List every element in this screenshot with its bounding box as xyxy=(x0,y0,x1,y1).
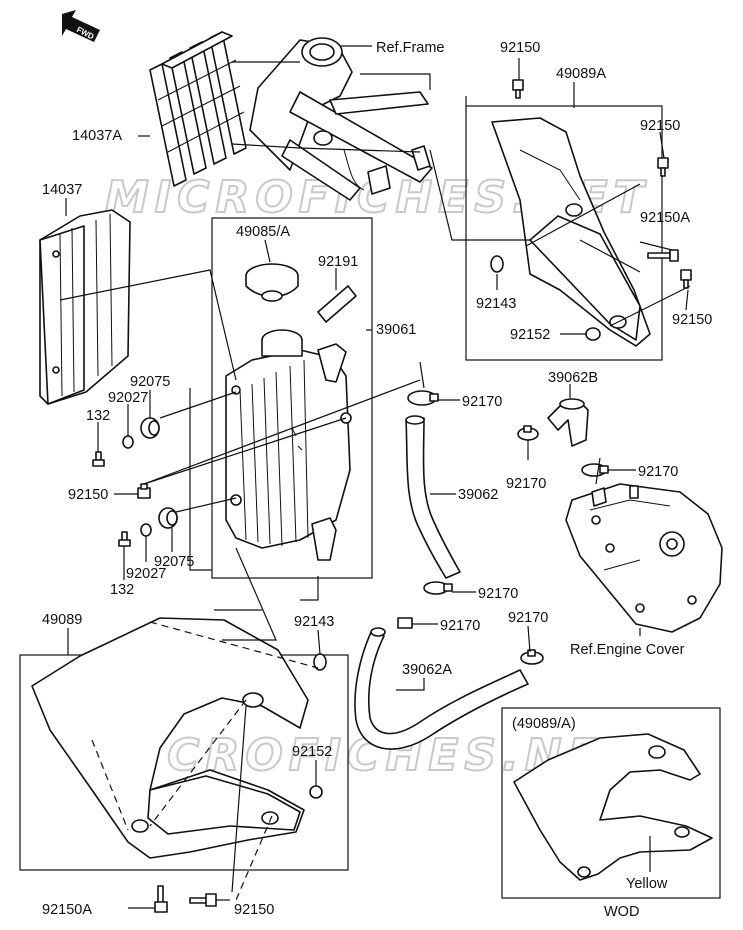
label-49089A-inset: (49089/A) xyxy=(512,716,576,732)
label-39062A: 39062A xyxy=(402,662,452,678)
label-49089: 49089 xyxy=(42,612,82,628)
label-92170-b: 92170 xyxy=(638,464,678,480)
bolt-92150-bot-icon xyxy=(189,893,217,907)
label-132-top: 132 xyxy=(86,408,110,424)
label-92152-right: 92152 xyxy=(510,327,550,343)
breather-tube-92191 xyxy=(317,285,357,323)
leader-lines xyxy=(59,45,691,909)
bolt-92150-top-icon xyxy=(512,79,524,99)
label-92152-left: 92152 xyxy=(292,744,332,760)
clamp-92170-a-icon xyxy=(407,390,439,406)
collar-92027-top-icon xyxy=(122,435,134,449)
bolt-92150-left-icon xyxy=(137,483,151,499)
collar-92152-left-icon xyxy=(309,785,323,799)
label-92150-right1: 92150 xyxy=(640,118,680,134)
radiator-cap-49085A xyxy=(245,263,299,302)
clamp-92170-e-icon xyxy=(397,617,413,629)
label-ref-frame: Ref.Frame xyxy=(376,40,445,56)
label-92150-bot: 92150 xyxy=(234,902,274,918)
label-39062: 39062 xyxy=(458,487,498,503)
shroud-49089A-yellow-inset xyxy=(513,733,713,881)
part-labels: Ref.Frame 92150 49089A 14037A 92150 1403… xyxy=(42,40,712,920)
hose-39062A xyxy=(354,627,529,750)
hose-39062 xyxy=(405,415,461,579)
collar-92027-bot-icon xyxy=(140,523,152,537)
label-92170-c: 92170 xyxy=(506,476,546,492)
bolt-92150A-right-icon xyxy=(647,249,679,262)
label-92150A-right: 92150A xyxy=(640,210,690,226)
clamp-92170-d-icon xyxy=(423,581,453,595)
clamp-92170-f-icon xyxy=(520,649,544,665)
engine-cover-illustration xyxy=(565,483,723,633)
label-39062B: 39062B xyxy=(548,370,598,386)
label-yellow: Yellow xyxy=(626,876,668,892)
label-14037A: 14037A xyxy=(72,128,122,144)
label-49089A: 49089A xyxy=(556,66,606,82)
label-wod: WOD xyxy=(604,904,639,920)
grommet-92143-right-icon xyxy=(490,255,504,273)
label-92150-right2: 92150 xyxy=(672,312,712,328)
bolt-92150A-bot-icon xyxy=(154,885,168,913)
frame-illustration xyxy=(249,37,433,201)
bolt-132-bot-icon xyxy=(118,531,131,547)
label-92150-left: 92150 xyxy=(68,487,108,503)
grommet-92075-top-icon xyxy=(140,417,160,439)
radiator-grille-14037A xyxy=(149,31,247,187)
clamp-92170-c-icon xyxy=(581,463,609,477)
bolt-92150-right2-icon xyxy=(680,269,692,289)
label-92170-e: 92170 xyxy=(440,618,480,634)
label-92075-bot: 92075 xyxy=(154,554,194,570)
bolt-132-top-icon xyxy=(92,451,105,467)
label-92027-bot: 92027 xyxy=(126,566,166,582)
label-92191: 92191 xyxy=(318,254,358,270)
fwd-arrow-icon: FWD xyxy=(62,10,100,42)
bolt-92150-right1-icon xyxy=(657,157,669,177)
label-39061: 39061 xyxy=(376,322,416,338)
grommet-92075-bot-icon xyxy=(158,507,178,529)
clamp-92170-b-icon xyxy=(517,425,539,441)
label-92170-f: 92170 xyxy=(508,610,548,626)
inset-wod-box xyxy=(501,707,721,899)
label-92150A-bot: 92150A xyxy=(42,902,92,918)
collar-92152-right-icon xyxy=(585,327,601,341)
shroud-group-box-right xyxy=(465,105,663,361)
radiator-shroud-14037 xyxy=(39,209,131,405)
label-92075-top: 92075 xyxy=(130,374,170,390)
shroud-49089A xyxy=(491,117,651,347)
label-92143-left: 92143 xyxy=(294,614,334,630)
label-92143-right: 92143 xyxy=(476,296,516,312)
label-92027-top: 92027 xyxy=(108,390,148,406)
radiator-body-39061 xyxy=(225,329,352,561)
label-92170-a: 92170 xyxy=(462,394,502,410)
label-92150-top: 92150 xyxy=(500,40,540,56)
label-92170-d: 92170 xyxy=(478,586,518,602)
label-49085A: 49085/A xyxy=(236,224,290,240)
label-14037: 14037 xyxy=(42,182,82,198)
label-ref-engine-cover: Ref.Engine Cover xyxy=(570,642,685,658)
hose-39062B xyxy=(547,398,589,447)
label-132-bot: 132 xyxy=(110,582,134,598)
